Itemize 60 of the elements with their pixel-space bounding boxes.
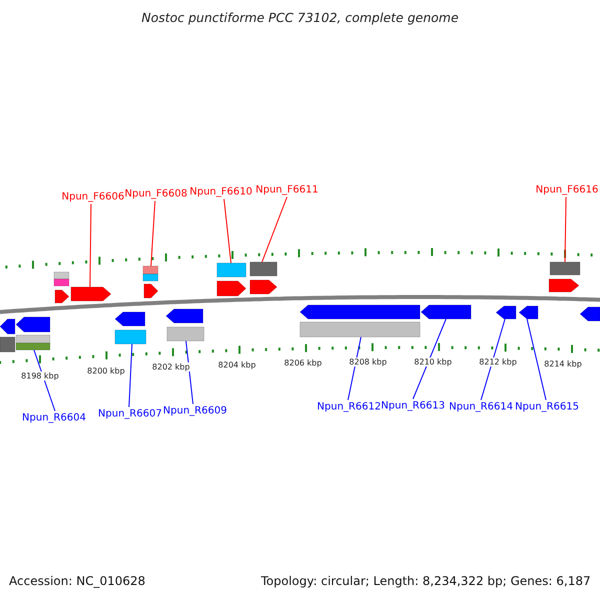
leader-line [480, 318, 506, 400]
feature-bar [216, 262, 246, 278]
footer-text: Accession: NC_010628 [9, 574, 146, 588]
leader-line [186, 340, 194, 404]
gene-glyph [548, 278, 580, 292]
leader-line [34, 350, 56, 412]
gene-label: Npun_F6616 [536, 184, 598, 196]
gene-label: Npun_R6614 [449, 402, 513, 412]
leader-line [564, 196, 566, 262]
gene-glyph [144, 284, 158, 298]
gene-glyph [420, 304, 472, 320]
feature-bar [166, 326, 204, 342]
gene-label: Npun_R6609 [163, 406, 227, 416]
scale-label: 8210 kbp [413, 358, 453, 366]
feature-bar [250, 262, 278, 276]
leader-line [412, 318, 446, 400]
scale-label: 8208 kbp [348, 358, 388, 366]
gene-label: Npun_R6613 [381, 400, 445, 412]
gene-glyph [580, 306, 600, 322]
gene-glyph [250, 280, 278, 294]
feature-bar [0, 336, 16, 352]
leader-line [526, 318, 546, 400]
scale-label: 8212 kbp [478, 358, 518, 366]
gene-label: Npun_R6607 [98, 408, 162, 420]
footer-text: Topology: circular; Length: 8,234,322 bp; Genes: 6,187 [261, 574, 591, 588]
title: Nostoc punctiforme PCC 73102, complete genome [140, 10, 460, 25]
scale-label: 8202 kbp [151, 362, 191, 372]
scale-label: 8204 kbp [217, 360, 257, 370]
feature-bar [550, 262, 580, 276]
feature-bar [54, 278, 70, 286]
feature-bar [16, 342, 50, 350]
leader-line [262, 196, 288, 262]
gene-glyph [166, 308, 204, 324]
scale-label: 8206 kbp [283, 358, 323, 368]
gene-label: Npun_F6610 [190, 186, 252, 198]
scale-label: 8198 kbp [20, 372, 60, 380]
gene-label: Npun_F6606 [62, 192, 124, 202]
leader-line [224, 198, 232, 264]
feature-bar [16, 334, 50, 344]
feature-bar [142, 274, 158, 282]
leader-line [90, 204, 92, 288]
feature-bar [300, 322, 420, 338]
feature-bar [142, 266, 158, 274]
gene-glyph [518, 306, 538, 320]
gene-glyph [496, 306, 516, 320]
gene-label: Npun_F6611 [256, 184, 318, 196]
gene-glyph [54, 290, 70, 304]
gene-glyph [114, 312, 146, 326]
feature-bar [54, 272, 70, 280]
feature-bar [114, 330, 146, 344]
gene-glyph [216, 280, 246, 296]
leader-line [150, 200, 156, 266]
scale-label: 8214 kbp [543, 360, 583, 368]
gene-label: Npun_R6615 [515, 402, 579, 412]
gene-label: Npun_R6604 [22, 412, 86, 424]
leader-line [128, 344, 132, 408]
gene-label: Npun_R6612 [317, 402, 381, 412]
leader-line [348, 336, 362, 400]
gene-label: Npun_F6608 [124, 188, 188, 200]
scale-label: 8200 kbp [86, 366, 126, 376]
